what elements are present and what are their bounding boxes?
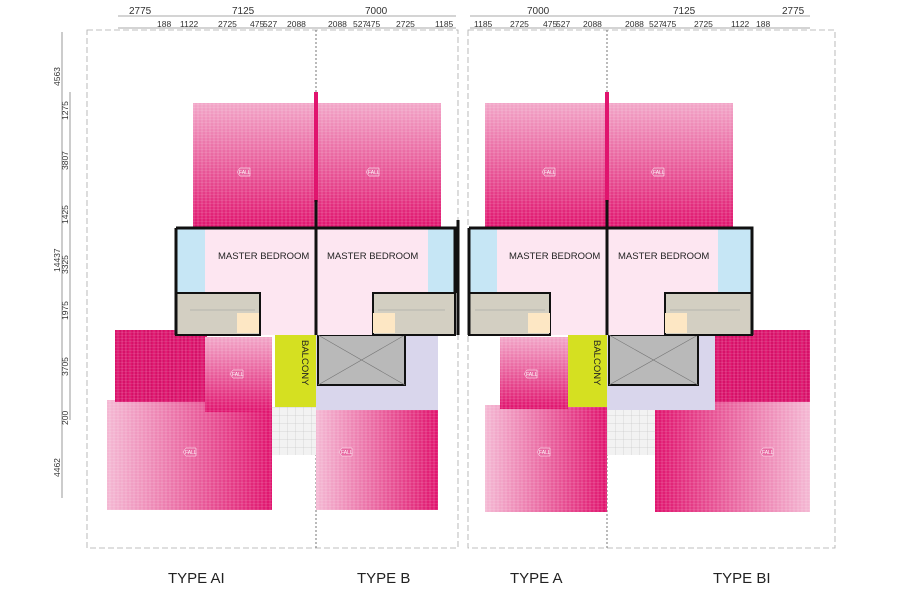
dim: 1185 [474,19,493,29]
dim: 3705 [60,357,70,376]
room-label-master-bedroom: MASTER BEDROOM [218,251,309,262]
room-label-master-bedroom: MASTER BEDROOM [327,251,418,262]
dim: 7125 [673,6,696,17]
dim: 188 [756,19,770,29]
dim: 1425 [60,205,70,224]
dim: 475 [366,19,380,29]
void-b [317,334,406,386]
dim: 2088 [328,19,347,29]
dim: 527 [353,19,367,29]
fall-label: FALL [341,450,353,456]
dim: 475 [662,19,676,29]
void-b1 [608,334,699,386]
dim: 3325 [60,255,70,274]
dim: 2725 [218,19,237,29]
dim: 7125 [232,6,255,17]
fall-label: FALL [526,372,538,378]
dim: 14437 [52,248,62,272]
dim: 1122 [731,19,750,29]
dim: 1185 [435,19,454,29]
top-dimensions: 2775 7125 7000 7000 7125 2775 188 1122 2… [129,6,805,29]
fall-label: FALL [368,170,380,176]
unit-label-type-b1: TYPE BI [713,570,771,587]
dim: 1122 [180,19,199,29]
dim: 527 [263,19,277,29]
side-dimensions: 4563 14437 4462 1275 3807 1425 3325 1975… [52,67,70,477]
dim: 475 [250,19,264,29]
dim: 7000 [365,6,388,17]
dim: 527 [649,19,663,29]
fall-label: FALL [544,170,556,176]
dim: 475 [543,19,557,29]
room-label-master-bedroom: MASTER BEDROOM [509,251,600,262]
dim: 2725 [694,19,713,29]
dim: 2725 [510,19,529,29]
room-labels: MASTER BEDROOM MASTER BEDROOM MASTER BED… [218,251,709,386]
fall-tags: FALL FALL FALL FALL FALL FALL FALL FALL … [182,167,774,457]
dim: 7000 [527,6,550,17]
dim: 4462 [52,458,62,477]
upper-roofs [193,92,733,228]
dim: 1975 [60,301,70,320]
unit-label-type-b: TYPE B [357,570,410,587]
dim: 3807 [60,151,70,170]
balcony-a [568,335,607,407]
room-label-balcony: BALCONY [591,340,602,386]
fall-label: FALL [185,450,197,456]
upper-floor [174,200,754,336]
dim: 2775 [782,6,805,17]
dim: 200 [60,411,70,425]
unit-label-type-a1: TYPE AI [168,570,225,587]
unit-label-type-a: TYPE A [510,570,563,587]
room-label-balcony: BALCONY [299,340,310,386]
unit-type-labels: TYPE AI TYPE B TYPE A TYPE BI [168,570,771,587]
dim: 1275 [60,101,70,120]
dim: 527 [556,19,570,29]
dim: 2088 [287,19,306,29]
fall-label: FALL [653,170,665,176]
dimension-lines [61,15,810,498]
fall-label: FALL [539,450,551,456]
dim: 4563 [52,67,62,86]
fall-label: FALL [239,170,251,176]
dim: 2775 [129,6,152,17]
fall-label: FALL [232,372,244,378]
balcony-a1 [275,335,316,407]
fall-label: FALL [762,450,774,456]
lower-rooms [272,334,715,455]
dim: 2088 [583,19,602,29]
dim: 188 [157,19,171,29]
room-label-master-bedroom: MASTER BEDROOM [618,251,709,262]
dim: 2088 [625,19,644,29]
dim: 2725 [396,19,415,29]
